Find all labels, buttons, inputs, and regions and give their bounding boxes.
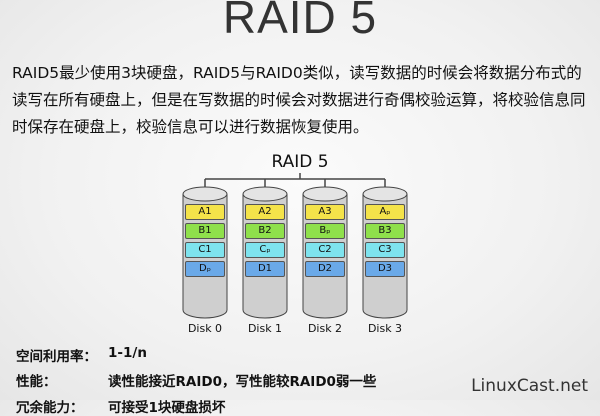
data-block: Aₚ — [365, 204, 405, 220]
disk-label: Disk 3 — [367, 322, 403, 335]
data-block: B3 — [365, 223, 405, 239]
data-block: A2 — [245, 204, 285, 220]
disk-label: Disk 1 — [247, 322, 283, 335]
data-block: C3 — [365, 242, 405, 258]
spec-label: 冗余能力： — [16, 400, 84, 416]
data-block: C2 — [305, 242, 345, 258]
disk-label: Disk 2 — [307, 322, 343, 335]
data-block: Bₚ — [305, 223, 345, 239]
spec-value: 读性能接近RAID0，写性能较RAID0弱一些 — [108, 374, 377, 390]
data-block: C1 — [185, 242, 225, 258]
data-block: D3 — [365, 261, 405, 277]
data-block: Dₚ — [185, 261, 225, 277]
data-block: A1 — [185, 204, 225, 220]
spec-value: 1-1/n — [108, 345, 147, 361]
spec-label: 空间利用率： — [16, 349, 97, 365]
diagram-label: RAID 5 — [271, 152, 329, 172]
slide-title: RAID 5 — [222, 0, 378, 43]
data-block: D1 — [245, 261, 285, 277]
data-block: B1 — [185, 223, 225, 239]
diagram-connector — [204, 173, 386, 188]
description-text: RAID5最少使用3块硬盘，RAID5与RAID0类似，读写数据的时候会将数据分… — [12, 64, 586, 136]
disk-label: Disk 0 — [187, 322, 223, 335]
data-block: Cₚ — [245, 242, 285, 258]
spec-value: 可接受1块硬盘损坏 — [108, 400, 226, 416]
data-block: A3 — [305, 204, 345, 220]
data-block: D2 — [305, 261, 345, 277]
spec-label: 性能： — [16, 374, 57, 390]
data-block: B2 — [245, 223, 285, 239]
linuxcast-watermark: LinuxCast.net — [471, 376, 588, 396]
